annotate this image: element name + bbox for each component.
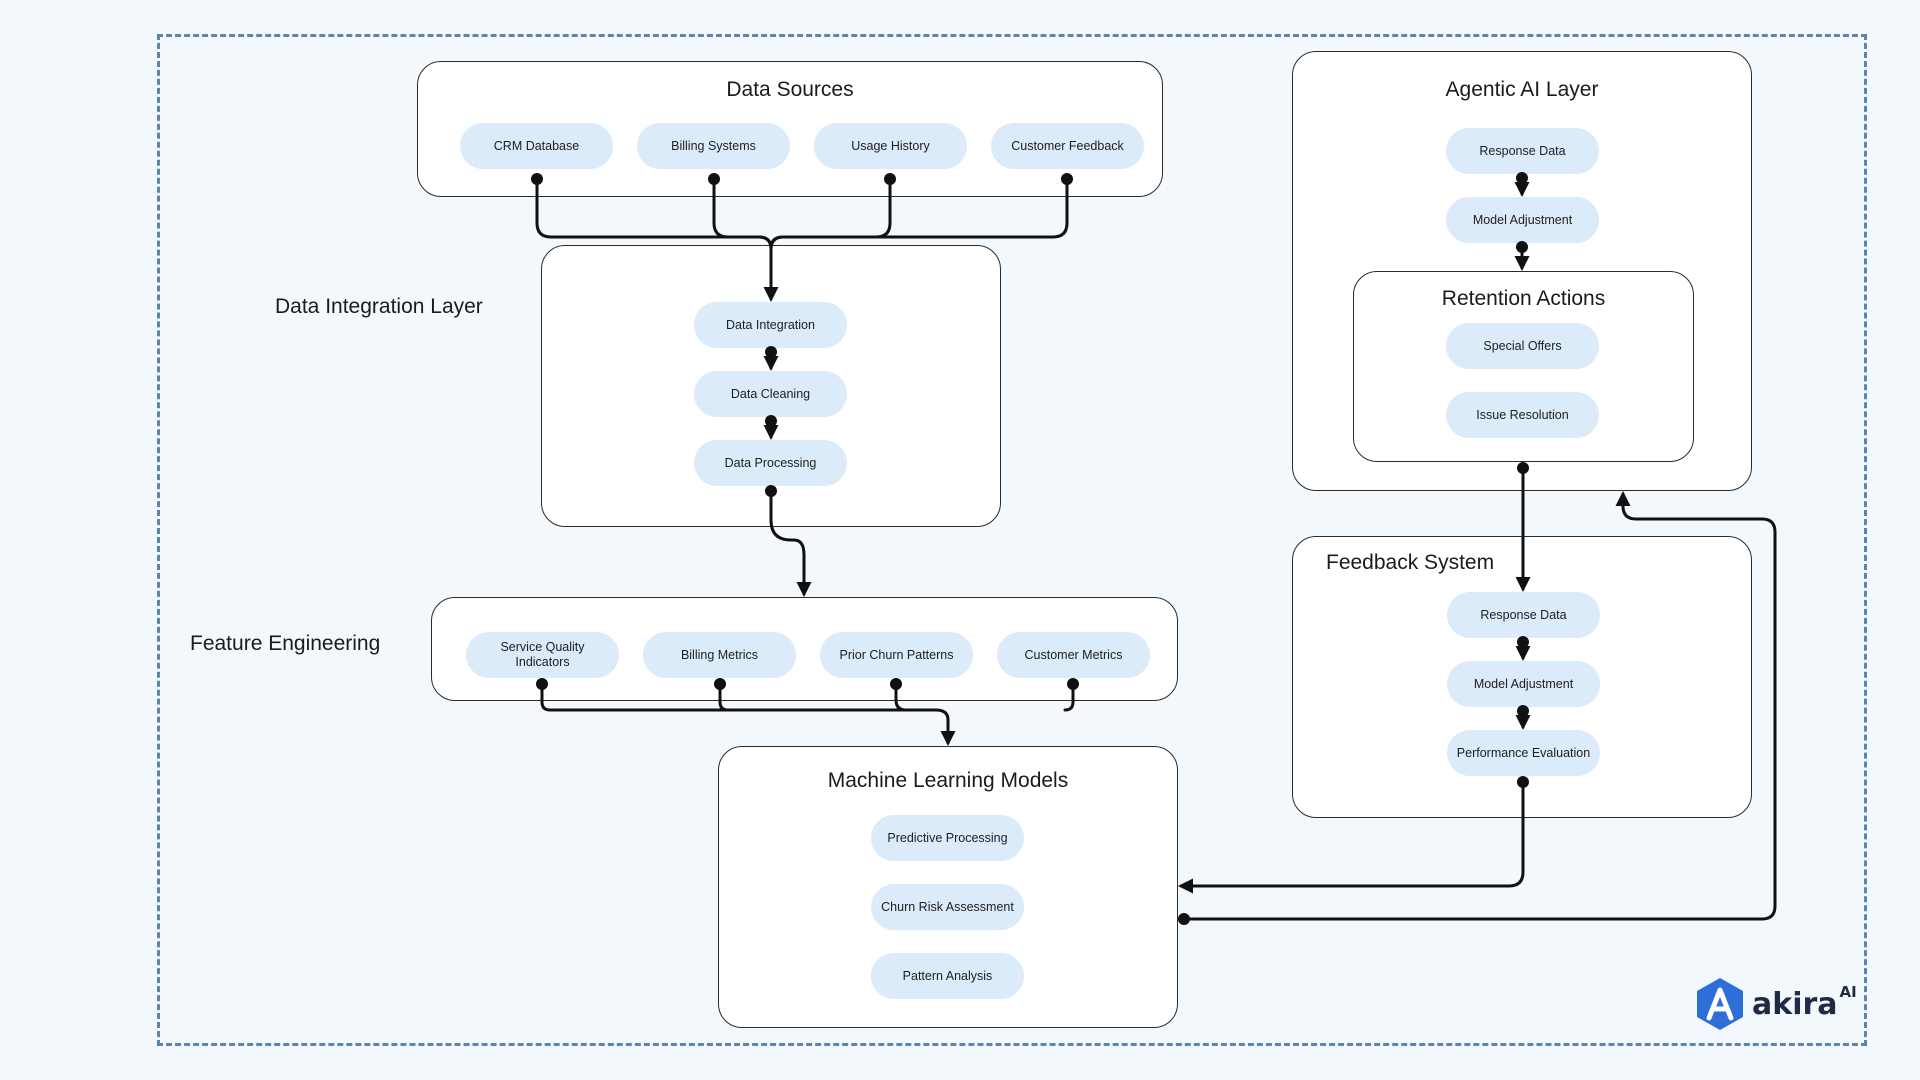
port-dot: [1067, 678, 1079, 690]
pill-data-processing: Data Processing: [694, 440, 847, 486]
pill-special-offers: Special Offers: [1446, 323, 1599, 369]
pill-data-cleaning: Data Cleaning: [694, 371, 847, 417]
pill-billing-systems: Billing Systems: [637, 123, 790, 169]
port-dot: [1517, 705, 1529, 717]
port-dot: [1517, 462, 1529, 474]
pill-customer-feedback: Customer Feedback: [991, 123, 1144, 169]
port-dot: [1516, 241, 1528, 253]
pill-feedback-model-adjustment: Model Adjustment: [1447, 661, 1600, 707]
pill-agentic-model-adjustment: Model Adjustment: [1446, 197, 1599, 243]
port-dot: [1517, 776, 1529, 788]
dashed-outer-frame: [157, 34, 1867, 1046]
connector-feedback-to-merge: [769, 177, 1069, 251]
port-dot: [1516, 172, 1528, 184]
pill-pattern-analysis: Pattern Analysis: [871, 953, 1024, 999]
feedback-system-title: Feedback System: [1326, 551, 1495, 574]
pill-data-integration: Data Integration: [694, 302, 847, 348]
connector-crm-to-integration: [535, 177, 779, 302]
pill-crm-database: CRM Database: [460, 123, 613, 169]
feature-engineering-label: Feature Engineering: [190, 632, 381, 655]
port-dot: [765, 485, 777, 497]
connector-billing-metrics-to-merge: [718, 682, 730, 712]
pill-issue-resolution: Issue Resolution: [1446, 392, 1599, 438]
connector-billing-to-merge: [712, 177, 773, 251]
connector-service-quality-to-ml: [540, 682, 956, 746]
port-dot: [765, 346, 777, 358]
pill-service-quality-indicators: Service Quality Indicators: [466, 632, 619, 678]
port-dot: [1178, 913, 1190, 925]
pill-agentic-response-data: Response Data: [1446, 128, 1599, 174]
port-dot: [714, 678, 726, 690]
logo-superscript: AI: [1839, 983, 1857, 1001]
ml-models-title: Machine Learning Models: [827, 769, 1069, 792]
port-dot: [1061, 173, 1073, 185]
connector-churn-patterns-to-merge: [894, 682, 908, 712]
pill-performance-evaluation: Performance Evaluation: [1447, 730, 1600, 776]
pill-predictive-processing: Predictive Processing: [871, 815, 1024, 861]
port-dot: [884, 173, 896, 185]
port-dot: [765, 415, 777, 427]
port-dot: [536, 678, 548, 690]
data-integration-layer-label: Data Integration Layer: [275, 295, 483, 318]
port-dot: [1517, 636, 1529, 648]
pill-prior-churn-patterns: Prior Churn Patterns: [820, 632, 973, 678]
port-dot: [531, 173, 543, 185]
pill-churn-risk-assessment: Churn Risk Assessment: [871, 884, 1024, 930]
pill-billing-metrics: Billing Metrics: [643, 632, 796, 678]
logo-wordmark: akira: [1752, 986, 1838, 1022]
data-sources-title: Data Sources: [726, 78, 854, 101]
akira-logo-icon: [1697, 978, 1743, 1030]
akira-ai-logo: akira AI: [1694, 976, 1857, 1032]
port-dot: [708, 173, 720, 185]
connector-ml-to-agentic: [1182, 491, 1777, 921]
pill-customer-metrics: Customer Metrics: [997, 632, 1150, 678]
pill-usage-history: Usage History: [814, 123, 967, 169]
connector-processing-to-features: [769, 489, 812, 597]
retention-actions-title: Retention Actions: [1441, 287, 1606, 310]
port-dot: [890, 678, 902, 690]
connector-customer-metrics-to-merge: [1063, 682, 1075, 712]
connector-evaluation-to-ml: [1178, 780, 1525, 894]
agentic-ai-layer-title: Agentic AI Layer: [1445, 78, 1599, 101]
pill-feedback-response-data: Response Data: [1447, 592, 1600, 638]
